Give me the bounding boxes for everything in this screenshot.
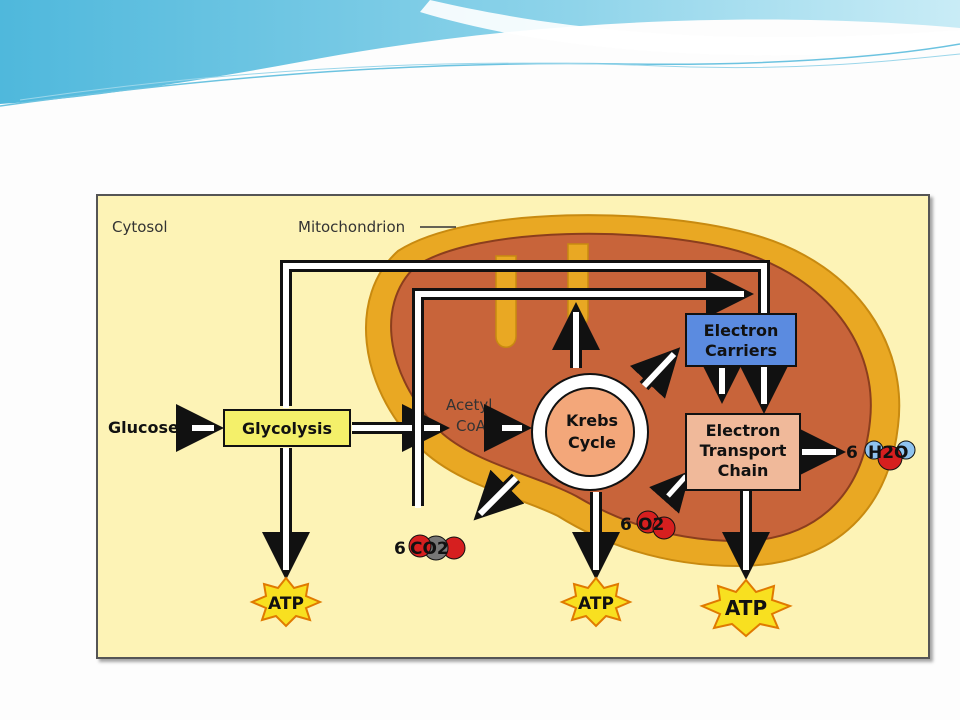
mitochondrion-crista xyxy=(495,255,517,348)
atp-burst-krebs: ATP xyxy=(559,576,633,628)
header-wave-line-2 xyxy=(19,53,960,101)
mitochondrion-matrix xyxy=(390,232,872,543)
coa-label: CoA xyxy=(456,417,487,435)
electron-carriers-label-line2: Carriers xyxy=(705,341,777,360)
electron-carriers-box xyxy=(685,313,797,367)
o2-formula: O2 xyxy=(638,515,664,535)
slide-header-waves xyxy=(0,0,960,107)
etc-label-line1: Electron xyxy=(706,421,781,440)
co2-formula: CO2 xyxy=(410,539,449,559)
co2-molecule: 6 CO2 xyxy=(394,534,466,561)
glucose-label: Glucose xyxy=(108,418,179,437)
atp-burst-glycolysis: ATP xyxy=(249,576,323,628)
acetyl-label: Acetyl xyxy=(446,396,492,414)
electron-carriers-label-line1: Electron xyxy=(704,321,779,340)
atp-burst-etc: ATP xyxy=(699,578,793,638)
h2o-molecule: 6 H2O xyxy=(846,440,916,471)
krebs-label-line1: Krebs xyxy=(566,411,618,430)
cytosol-label: Cytosol xyxy=(112,218,168,236)
mitochondrion-label: Mitochondrion xyxy=(298,218,405,236)
krebs-cycle-circle xyxy=(545,387,635,477)
etc-label-line3: Chain xyxy=(718,461,769,480)
o2-atom-2 xyxy=(652,516,676,540)
o2-count: 6 xyxy=(620,515,632,535)
glycolysis-label: Glycolysis xyxy=(242,419,332,438)
atp-label-etc: ATP xyxy=(725,596,767,620)
glycolysis-box xyxy=(223,409,351,447)
header-wave-main xyxy=(0,0,960,104)
o2-molecule: 6 O2 xyxy=(620,510,676,540)
co2-count: 6 xyxy=(394,539,406,559)
etc-box xyxy=(685,413,801,491)
co2-oxygen-atom-2 xyxy=(408,534,432,558)
h2o-count: 6 xyxy=(846,443,858,463)
h2o-formula: H2O xyxy=(868,443,909,463)
atp-label-krebs: ATP xyxy=(578,594,614,614)
h2o-oxygen-atom xyxy=(877,445,903,471)
header-wave-white xyxy=(420,0,960,56)
etc-label-line2: Transport xyxy=(700,441,787,460)
cellular-respiration-diagram: Cytosol Mitochondrion Glucose Acetyl CoA xyxy=(96,194,930,659)
krebs-label-line2: Cycle xyxy=(568,433,616,452)
pathway-arrows xyxy=(176,260,846,580)
atp-label-glycolysis: ATP xyxy=(268,594,304,614)
